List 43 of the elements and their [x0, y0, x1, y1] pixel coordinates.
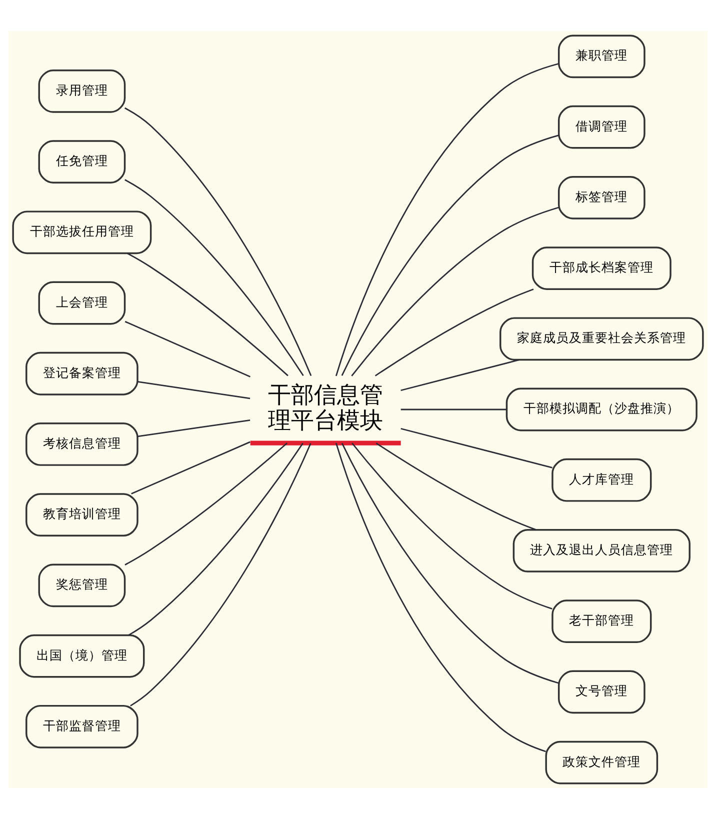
node-box: 进入及退出人员信息管理	[512, 529, 690, 572]
node-box: 兼职管理	[558, 34, 646, 78]
connector	[352, 442, 552, 610]
connector	[374, 288, 534, 376]
node-box: 文号管理	[558, 670, 646, 714]
connector	[137, 420, 250, 438]
connector	[335, 442, 546, 752]
connector	[124, 442, 288, 566]
connector	[137, 381, 250, 400]
connector	[124, 179, 304, 376]
connector	[124, 107, 312, 376]
node-box: 标签管理	[558, 176, 646, 220]
connector	[376, 442, 536, 530]
connector	[335, 63, 559, 376]
connector	[130, 443, 312, 706]
connector	[400, 359, 520, 392]
connector	[131, 441, 250, 494]
node-box: 干部选拔任用管理	[12, 210, 152, 254]
node-box: 出国（境）管理	[19, 634, 145, 678]
node-box: 登记备案管理	[26, 352, 138, 396]
node-box: 教育培训管理	[26, 493, 138, 537]
node-box: 政策文件管理	[545, 740, 658, 784]
node-box: 奖惩管理	[38, 564, 126, 608]
node-box: 人才库管理	[552, 458, 652, 502]
node-box: 干部模拟调配（沙盘推演）	[506, 388, 698, 432]
connector	[400, 408, 506, 410]
connector	[351, 206, 559, 376]
node-box: 录用管理	[38, 69, 126, 113]
connector	[400, 428, 552, 468]
node-box: 考核信息管理	[26, 422, 138, 466]
node-box: 上会管理	[38, 281, 126, 325]
node-box: 干部监督管理	[26, 704, 138, 748]
node-text: 干部信息管理平台模块	[268, 382, 384, 434]
node-box: 任免管理	[38, 140, 126, 184]
connector	[341, 134, 559, 376]
node-box: 老干部管理	[552, 600, 652, 644]
connector	[128, 442, 304, 636]
node-box: 家庭成员及重要社会关系管理	[500, 317, 704, 361]
connector	[126, 252, 288, 376]
connector	[341, 442, 559, 684]
node-box: 借调管理	[558, 105, 646, 149]
node-box: 干部成长档案管理	[532, 246, 672, 290]
connector	[124, 320, 250, 378]
